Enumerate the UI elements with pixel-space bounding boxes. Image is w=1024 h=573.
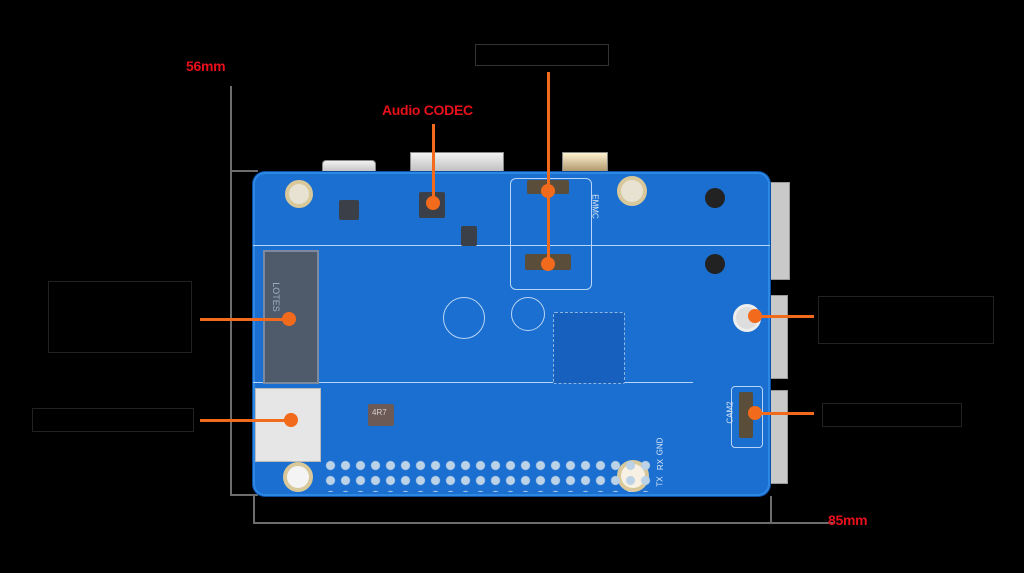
inductor-label: 4R7 [372,408,387,417]
uart-tx-label: TX [655,476,665,487]
camera-marker [748,406,762,420]
ethernet-port [768,182,790,280]
silk-divider-h [253,245,770,246]
audio-codec-marker [426,196,440,210]
pcb-board: LOTES EMMC 4R7 CAM2 TX RX GND [253,172,770,496]
emmc-label: EMMC [590,194,600,219]
microsd-marker [284,413,298,427]
ic-qfn-left [339,200,359,220]
top-connectors-leader [547,72,550,262]
audio-codec-leader [432,124,435,204]
camera-connector [739,392,753,438]
camera-frame [731,386,763,448]
height-dimension-bottom-tick [230,494,258,496]
mounting-hole-bottom-left [283,462,313,492]
width-dimension-line [253,522,833,524]
uart-rx-label: RX [656,458,666,471]
camera-label: CAM2 [725,401,735,424]
width-dimension-left-tick [253,496,255,524]
microsd-leader [200,419,290,422]
silk-circle-left [443,297,485,339]
emmc-frame [510,178,592,290]
usb-port-upper [768,295,788,379]
top-connector-marker-2 [541,257,555,271]
right-port-marker [748,309,762,323]
mounting-hole-top-right [617,176,647,206]
mounting-hole-top-left [285,180,313,208]
camera-label-box [822,403,962,427]
ic-soic [461,226,477,246]
top-connectors-label [475,44,609,66]
inductor-4r7 [368,404,394,426]
silk-divider-low [253,382,693,383]
gpio-header [323,458,653,492]
width-dimension-right-tick [770,496,772,524]
uart-gnd-label: GND [655,437,665,456]
microsd-label [32,408,194,432]
ethernet-screw-top [705,188,725,208]
audio-codec-label: Audio CODEC [382,102,473,118]
top-connector-marker-1 [541,184,555,198]
right-port-leader [752,315,814,318]
m2-slot-label-box [48,281,192,353]
height-dimension-line [230,86,232,496]
camera-leader [754,412,814,415]
width-dimension-label: 85mm [828,512,868,528]
right-port-label [818,296,994,344]
cpu-area [553,312,625,384]
m2-slot-label: LOTES [270,282,281,312]
height-dimension-label: 56mm [186,58,226,74]
ethernet-screw-bottom [705,254,725,274]
silk-circle-right [511,297,545,331]
m2-slot-marker [282,312,296,326]
m2-slot-leader [200,318,288,321]
usb-port-lower [768,390,788,484]
height-dimension-top-tick [230,170,258,172]
